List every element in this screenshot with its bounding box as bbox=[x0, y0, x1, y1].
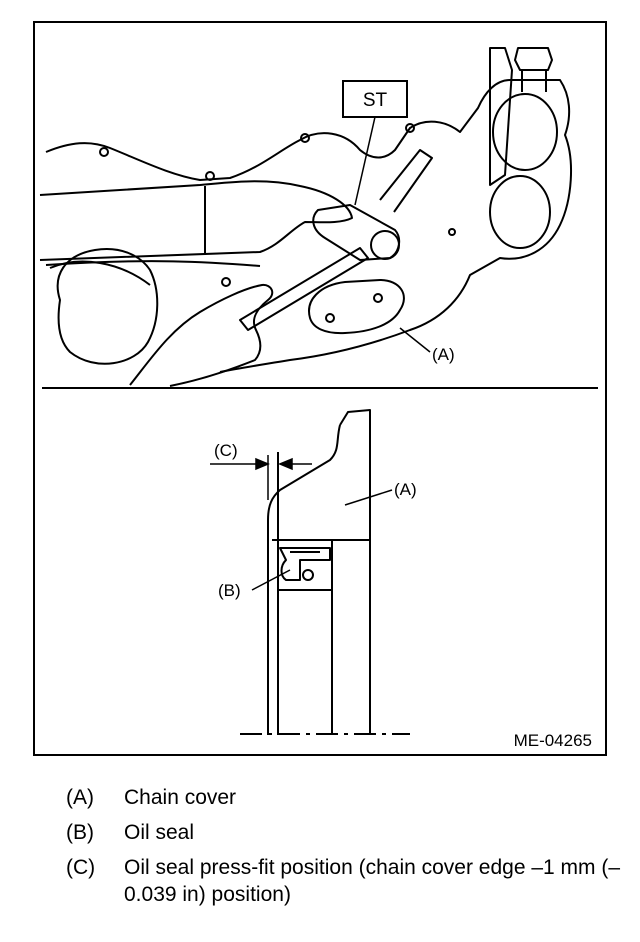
upper-hand bbox=[39, 180, 353, 261]
chain-cover-outline bbox=[45, 79, 573, 373]
callout-a-detail: (A) bbox=[394, 480, 417, 499]
callout-a-top: (A) bbox=[432, 345, 455, 364]
legend-text: Chain cover bbox=[124, 786, 237, 809]
legend-key: (C) bbox=[66, 856, 96, 879]
callout-b: (B) bbox=[218, 581, 241, 600]
callout-c: (C) bbox=[214, 441, 238, 460]
section-detail bbox=[267, 409, 371, 735]
legend-key: (B) bbox=[66, 821, 94, 844]
installation-illustration bbox=[39, 47, 573, 387]
callout-b-leader bbox=[251, 569, 291, 591]
legend-item: (C) Oil seal press-fit position (chain c… bbox=[66, 854, 626, 908]
cover-slot bbox=[308, 279, 405, 335]
seal-spring bbox=[302, 569, 314, 581]
cam-cover-lower bbox=[489, 175, 551, 249]
tool-leader bbox=[354, 116, 376, 206]
tool-handle bbox=[379, 149, 433, 213]
figure-frame bbox=[33, 21, 607, 756]
lower-hand bbox=[129, 283, 274, 387]
chain-cover-section bbox=[339, 409, 371, 735]
cam-cover-upper bbox=[492, 93, 558, 171]
legend-item: (B) Oil seal bbox=[66, 819, 626, 846]
tool-label: ST bbox=[363, 90, 388, 111]
legend-text: Oil seal bbox=[124, 821, 195, 844]
special-tool bbox=[312, 204, 401, 261]
legend: (A) Chain cover (B) Oil seal (C) Oil sea… bbox=[66, 784, 626, 916]
legend-key: (A) bbox=[66, 786, 94, 809]
oil-filler-cap bbox=[514, 47, 553, 71]
legend-item: (A) Chain cover bbox=[66, 784, 626, 811]
oil-seal bbox=[279, 547, 331, 581]
pulley-housing bbox=[56, 248, 159, 365]
callout-a-detail-leader bbox=[344, 489, 393, 506]
dimension-c bbox=[210, 455, 312, 500]
legend-text: Oil seal press-fit position (chain cover… bbox=[124, 856, 621, 906]
figure-code: ME-04265 bbox=[514, 731, 592, 750]
service-diagram: ST (A) (C) (A) (B) ME-04265 bbox=[33, 21, 607, 756]
callout-a-top-leader bbox=[399, 327, 431, 353]
